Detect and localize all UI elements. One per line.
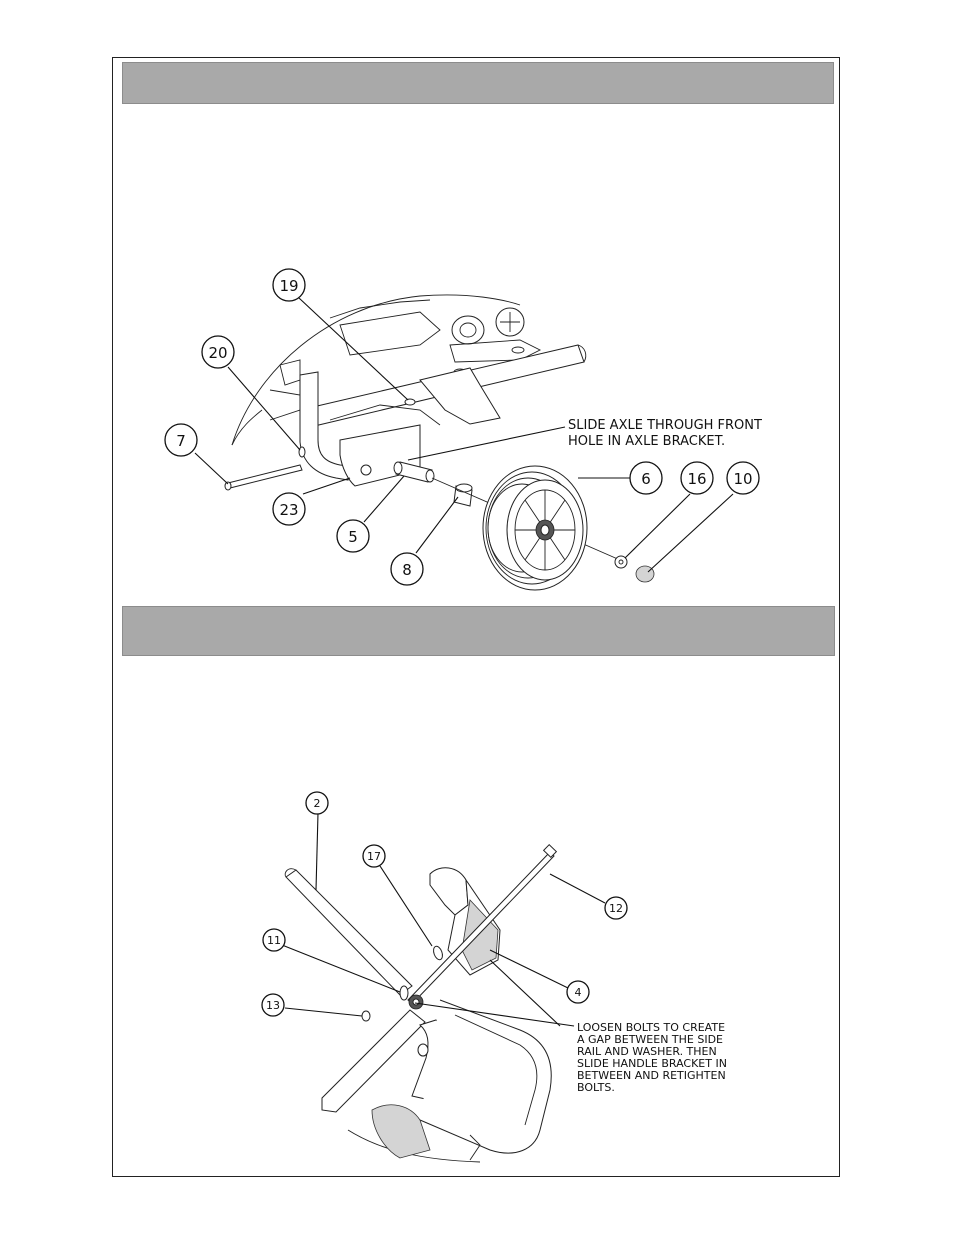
note2-line-6: BOLTS. <box>577 1081 615 1094</box>
callout-10: 10 <box>727 462 759 494</box>
diagram1-note: SLIDE AXLE THROUGH FRONT HOLE IN AXLE BR… <box>568 418 762 449</box>
svg-text:20: 20 <box>208 344 227 362</box>
callout-23: 23 <box>273 493 305 525</box>
callout-2: 2 <box>306 792 328 814</box>
svg-text:7: 7 <box>176 432 186 450</box>
svg-text:4: 4 <box>575 986 582 999</box>
svg-text:19: 19 <box>279 277 298 295</box>
callout-17: 17 <box>363 845 385 867</box>
callout-8: 8 <box>391 553 423 585</box>
svg-text:2: 2 <box>314 797 321 810</box>
svg-text:6: 6 <box>641 470 651 488</box>
callout-7: 7 <box>165 424 197 456</box>
svg-text:16: 16 <box>687 470 706 488</box>
callout-20: 20 <box>202 336 234 368</box>
svg-text:17: 17 <box>367 850 381 863</box>
svg-text:5: 5 <box>348 528 358 546</box>
callout-16: 16 <box>681 462 713 494</box>
svg-text:11: 11 <box>267 934 281 947</box>
callout-6: 6 <box>630 462 662 494</box>
callout-5: 5 <box>337 520 369 552</box>
svg-text:8: 8 <box>402 561 412 579</box>
callout-4: 4 <box>567 981 589 1003</box>
note-line-2: HOLE IN AXLE BRACKET. <box>568 434 725 449</box>
callout-11: 11 <box>263 929 285 951</box>
callout-19: 19 <box>273 269 305 301</box>
callout-12: 12 <box>605 897 627 919</box>
note-line-1: SLIDE AXLE THROUGH FRONT <box>568 418 762 433</box>
svg-text:23: 23 <box>279 501 298 519</box>
svg-text:12: 12 <box>609 902 623 915</box>
diagram2-note: LOOSEN BOLTS TO CREATE A GAP BETWEEN THE… <box>577 1021 727 1094</box>
svg-text:13: 13 <box>266 999 280 1012</box>
svg-text:10: 10 <box>733 470 752 488</box>
callout-13: 13 <box>262 994 284 1016</box>
